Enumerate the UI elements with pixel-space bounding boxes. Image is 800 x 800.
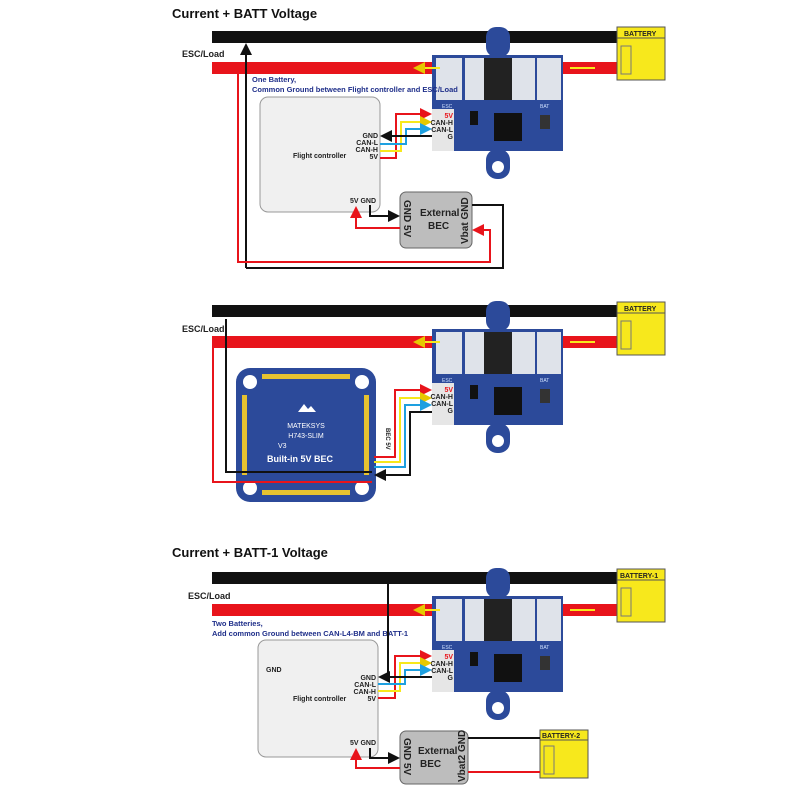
- board-esc-label: ESC: [442, 104, 453, 110]
- external-bec: External BEC GND 5V Vbat2 GND: [399, 730, 469, 785]
- fc-pin-5v: 5V: [369, 154, 378, 161]
- battery: BATTERY: [616, 301, 666, 356]
- battery-1: BATTERY-1: [616, 568, 666, 623]
- load-label: ESC/Load: [188, 591, 231, 601]
- fc-gnd-label: GND: [266, 667, 282, 674]
- battery-2-label: BATTERY-2: [542, 733, 580, 740]
- battery-2: BATTERY-2: [539, 729, 589, 779]
- can-wires: [378, 584, 432, 699]
- board-pin-can-h: CAN-H: [430, 661, 453, 668]
- can-wires: [380, 108, 432, 159]
- note-line-2: Add common Ground between CAN-L4-BM and …: [212, 629, 408, 638]
- bec-label-2: BEC: [428, 221, 449, 232]
- fc-pin-gnd: GND: [362, 133, 378, 140]
- battery-1-label: BATTERY-1: [620, 573, 658, 580]
- board-pin-g: G: [448, 408, 454, 415]
- board-pin-g: G: [448, 134, 454, 141]
- board-pin-can-h: CAN-H: [430, 120, 453, 127]
- fc-pin-5v: 5V: [367, 696, 376, 703]
- section-two-batteries: Current + BATT-1 Voltage ESC/Load ESC BA…: [172, 545, 666, 785]
- section-title: Current + BATT Voltage: [172, 6, 317, 21]
- board-pin-can-l: CAN-L: [431, 127, 453, 134]
- board-bat-label: BAT: [540, 645, 549, 651]
- fc-power-pins: 5V GND: [350, 740, 376, 747]
- mateksys-flight-controller: MATEKSYS H743-SLIM V3 Built-in 5V BEC BE…: [236, 368, 390, 502]
- fc-power-pins: 5V GND: [350, 198, 376, 205]
- fc-pin-can-h: CAN-H: [355, 147, 378, 154]
- load-label: ESC/Load: [182, 49, 225, 59]
- power-wires: [350, 737, 540, 773]
- fc-model: H743-SLIM: [288, 433, 324, 440]
- bec-left-pins: GND 5V: [401, 738, 412, 776]
- power-wires: [237, 43, 504, 269]
- current-sensor-board: ESC BAT 5V CAN-H CAN-L G: [430, 27, 563, 179]
- board-pin-5v: 5V: [444, 387, 453, 394]
- current-sensor-board: ESC BAT 5V CAN-H CAN-L G: [430, 301, 563, 453]
- section-builtin-bec: ESC/Load ESC BAT 5V CAN-H CAN-L G BATTER…: [182, 301, 666, 502]
- load-label: ESC/Load: [182, 324, 225, 334]
- external-bec: External BEC GND 5V Vbat GND: [399, 191, 473, 249]
- board-pin-can-l: CAN-L: [431, 401, 453, 408]
- board-pin-5v: 5V: [444, 113, 453, 120]
- bec-right-pins: Vbat GND: [460, 197, 471, 244]
- ground-bus: [212, 305, 617, 317]
- ground-bus: [212, 31, 617, 43]
- fc-pin-can-l: CAN-L: [356, 140, 378, 147]
- battery-label: BATTERY: [624, 306, 657, 313]
- bec-left-pins: GND 5V: [401, 200, 412, 238]
- board-pin-g: G: [448, 675, 454, 682]
- board-esc-label: ESC: [442, 378, 453, 384]
- note-line-1: Two Batteries,: [212, 619, 263, 628]
- board-bat-label: BAT: [540, 378, 549, 384]
- fc-label: Flight controller: [293, 696, 347, 703]
- fc-brand: MATEKSYS: [287, 423, 325, 430]
- flight-controller: Flight controller GND CAN-L CAN-H 5V 5V …: [259, 96, 381, 213]
- note-line-1: One Battery,: [252, 75, 296, 84]
- board-pin-5v: 5V: [444, 654, 453, 661]
- battery: BATTERY: [616, 26, 666, 81]
- wires: [212, 319, 432, 483]
- bec-pad-label: BEC 5V: [384, 428, 390, 450]
- ground-bus: [212, 572, 617, 584]
- flight-controller: GND Flight controller GND CAN-L CAN-H 5V…: [257, 639, 379, 758]
- board-pin-can-l: CAN-L: [431, 668, 453, 675]
- current-sensor-board: ESC BAT 5V CAN-H CAN-L G: [430, 568, 563, 720]
- board-esc-label: ESC: [442, 645, 453, 651]
- fc-version: V3: [278, 443, 287, 450]
- bec-label-1: External: [418, 746, 458, 757]
- bec-label-2: BEC: [420, 759, 441, 770]
- fc-label: Flight controller: [293, 153, 347, 160]
- bec-label-1: External: [420, 208, 460, 219]
- section-title: Current + BATT-1 Voltage: [172, 545, 328, 560]
- fc-pin-can-h: CAN-H: [353, 689, 376, 696]
- section-one-battery: Current + BATT Voltage ESC/Load ESC BAT …: [172, 6, 666, 269]
- battery-label: BATTERY: [624, 31, 657, 38]
- bec-right-pins: Vbat2 GND: [457, 730, 468, 782]
- fc-bec-label: Built-in 5V BEC: [267, 454, 334, 464]
- board-pin-can-h: CAN-H: [430, 394, 453, 401]
- note-line-2: Common Ground between Flight controller …: [252, 85, 458, 94]
- fc-pin-can-l: CAN-L: [354, 682, 376, 689]
- board-bat-label: BAT: [540, 104, 549, 110]
- fc-pin-gnd: GND: [360, 675, 376, 682]
